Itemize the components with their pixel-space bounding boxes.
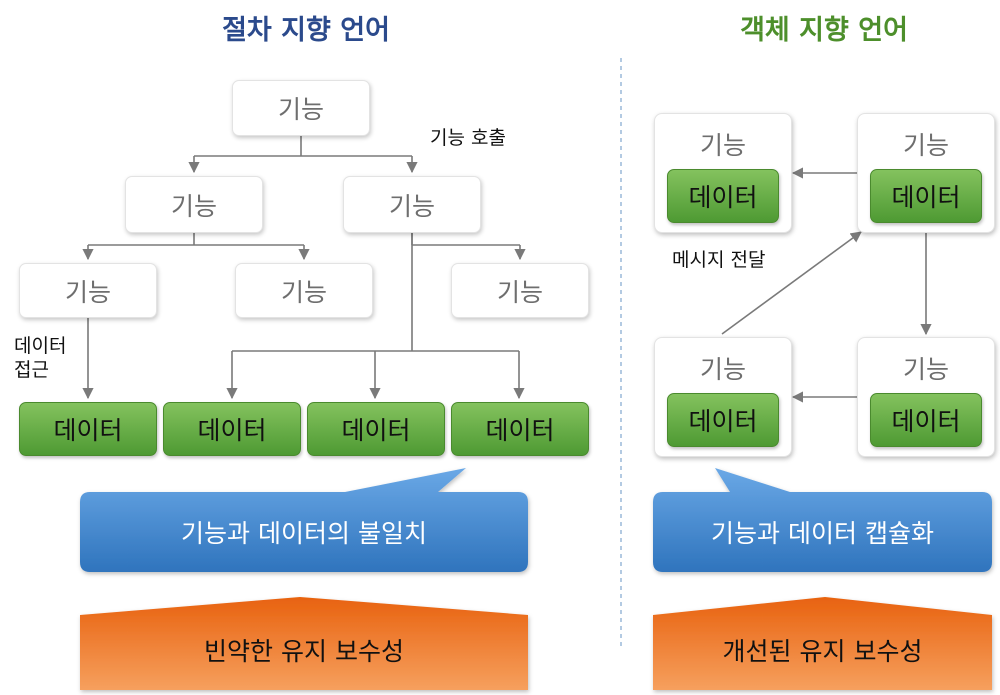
function-box-root: 기능 xyxy=(232,80,370,136)
function-box-level2-left: 기능 xyxy=(125,176,263,233)
object-data-box: 데이터 xyxy=(667,393,779,447)
function-box-level2-right: 기능 xyxy=(343,176,481,233)
object-function-label: 기능 xyxy=(699,131,746,160)
message-note: 메시지 전달 xyxy=(672,249,766,271)
object-top-left: 기능 데이터 xyxy=(654,113,792,233)
left-banner-text: 빈약한 유지 보수성 xyxy=(204,637,404,666)
object-data-box: 데이터 xyxy=(870,169,982,223)
function-box-level3-3: 기능 xyxy=(451,263,589,318)
object-function-label: 기능 xyxy=(902,355,949,384)
object-function-label: 기능 xyxy=(699,355,746,384)
data-box-2: 데이터 xyxy=(163,402,301,456)
object-oriented-title: 객체 지향 언어 xyxy=(740,15,908,46)
right-banner-shape xyxy=(653,597,992,690)
left-banner-shape xyxy=(80,597,528,690)
function-box-level3-1: 기능 xyxy=(19,263,157,318)
access-note-line1: 데이터 xyxy=(14,335,67,357)
procedural-title: 절차 지향 언어 xyxy=(222,15,390,46)
message-connectors xyxy=(721,167,932,403)
data-box-4: 데이터 xyxy=(451,402,589,456)
data-box-3: 데이터 xyxy=(307,402,445,456)
object-top-right: 기능 데이터 xyxy=(857,113,995,233)
function-box-level3-2: 기능 xyxy=(235,263,373,318)
data-box-1: 데이터 xyxy=(19,402,157,456)
right-banner-text: 개선된 유지 보수성 xyxy=(722,637,923,666)
access-connectors xyxy=(82,233,525,400)
object-function-label: 기능 xyxy=(902,131,949,160)
object-data-box: 데이터 xyxy=(667,169,779,223)
object-data-box: 데이터 xyxy=(870,393,982,447)
call-connectors xyxy=(82,136,526,261)
object-bottom-left: 기능 데이터 xyxy=(654,337,792,457)
left-bubble-text: 기능과 데이터의 불일치 xyxy=(181,519,427,548)
access-note-line2: 접근 xyxy=(14,359,49,381)
object-bottom-right: 기능 데이터 xyxy=(857,337,995,457)
right-bubble-text: 기능과 데이터 캡슐화 xyxy=(711,519,934,548)
right-bubble-shape xyxy=(653,468,992,572)
call-note: 기능 호출 xyxy=(430,127,506,149)
left-bubble-shape xyxy=(80,468,528,572)
